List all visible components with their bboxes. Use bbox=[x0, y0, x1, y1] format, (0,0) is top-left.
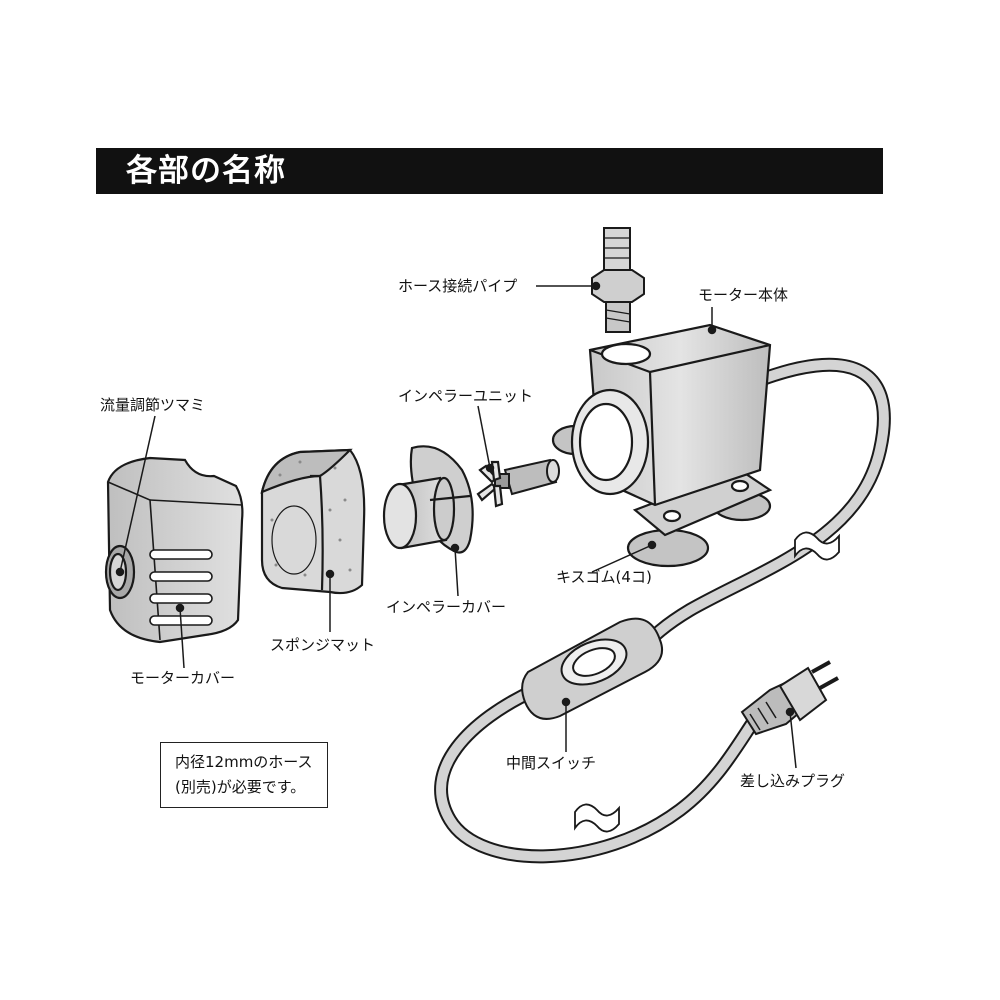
note-line-2: (別売)が必要です。 bbox=[175, 778, 306, 796]
label-power-plug: 差し込みプラグ bbox=[740, 772, 846, 790]
note-line-1: 内径12mmのホース bbox=[175, 753, 313, 771]
motor-body bbox=[551, 323, 773, 568]
power-cord bbox=[434, 357, 891, 864]
leader-lines bbox=[115, 281, 797, 769]
label-motor-body: モーター本体 bbox=[698, 286, 789, 304]
power-plug bbox=[740, 660, 839, 736]
sponge-mat bbox=[260, 448, 366, 595]
label-hose-connection-pipe: ホース接続パイプ bbox=[398, 277, 518, 295]
motor-cover bbox=[104, 456, 244, 644]
label-suction-cup: キスゴム(4コ) bbox=[556, 568, 652, 586]
label-sponge-mat: スポンジマット bbox=[270, 636, 376, 654]
label-impeller-cover: インペラーカバー bbox=[386, 598, 507, 616]
inline-switch bbox=[521, 617, 664, 720]
label-impeller-unit: インペラーユニット bbox=[398, 387, 534, 405]
note-box: 内径12mmのホース (別売)が必要です。 bbox=[160, 742, 328, 808]
hose-connection-pipe bbox=[591, 227, 645, 333]
cord-break-marks bbox=[574, 531, 840, 833]
impeller-unit bbox=[476, 458, 560, 508]
title-bar: 各部の名称 bbox=[96, 148, 883, 194]
impeller-cover bbox=[382, 445, 474, 554]
label-inline-switch: 中間スイッチ bbox=[506, 754, 597, 772]
label-motor-cover: モーターカバー bbox=[130, 669, 236, 687]
page-title: 各部の名称 bbox=[126, 153, 286, 189]
label-flow-knob: 流量調節ツマミ bbox=[100, 396, 206, 414]
